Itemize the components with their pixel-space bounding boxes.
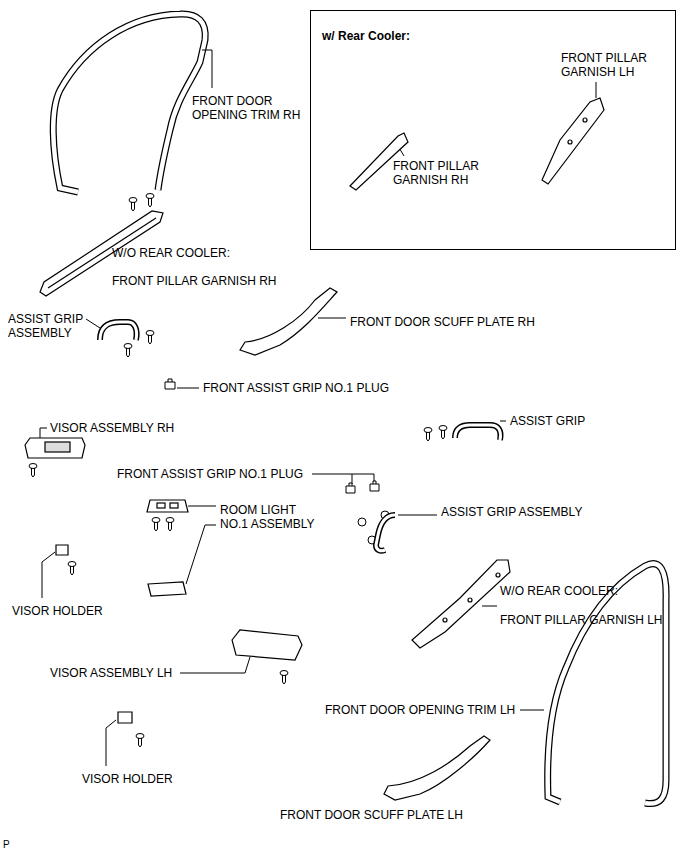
plug: [165, 379, 389, 544]
leader-line: [42, 552, 55, 598]
part-name: VISOR ASSEMBLY LH: [50, 666, 172, 680]
leader-line: [312, 474, 374, 482]
pillar-garnish: [350, 98, 604, 190]
door-opening-trim: [53, 14, 205, 192]
part-name: ASSIST GRIP: [510, 414, 585, 428]
screw: [152, 518, 160, 532]
plug: [346, 483, 355, 493]
assist-grip: [455, 425, 501, 440]
assist-grip: [455, 425, 501, 440]
room-light: [147, 500, 188, 596]
room-light: [148, 582, 186, 596]
part-name: ROOM LIGHT NO.1 ASSEMBLY: [220, 503, 322, 531]
leader-line: [180, 657, 250, 673]
screw: [439, 426, 447, 440]
part-name: W/O REAR COOLER:: [112, 246, 230, 260]
screw: [280, 671, 288, 685]
pillar-garnish: [443, 618, 447, 622]
plug: [165, 379, 175, 389]
assist-grip: [100, 322, 137, 340]
screw: [136, 734, 144, 748]
pillar-garnish: [583, 118, 587, 122]
screw: [129, 198, 137, 212]
part-name: FRONT PILLAR GARNISH LH: [561, 51, 661, 79]
part-name: FRONT DOOR SCUFF PLATE RH: [350, 315, 535, 329]
leader-line: [177, 388, 199, 389]
assist-grip: [376, 425, 501, 551]
part-name: W/O REAR COOLER:: [500, 584, 618, 598]
leader-line: [318, 318, 346, 319]
part-name: FRONT ASSIST GRIP NO.1 PLUG: [117, 467, 303, 481]
part-name: FRONT PILLAR GARNISH LH: [500, 613, 662, 627]
visor-holder: [118, 712, 132, 723]
pillar-garnish: [568, 140, 572, 144]
screw: [29, 464, 37, 478]
door-opening-trim: [53, 14, 205, 192]
part-name: FRONT DOOR OPENING TRIM LH: [325, 703, 515, 717]
sun-visor: [25, 438, 85, 458]
assist-grip: [100, 322, 137, 340]
room-light: [170, 503, 178, 508]
assist-grip: [376, 515, 395, 551]
assist-grip: [100, 322, 137, 340]
plug: [370, 481, 379, 491]
leader-line: [106, 720, 116, 766]
room-light: [147, 500, 188, 512]
pillar-garnish: [412, 560, 510, 648]
part-name: ASSIST GRIP ASSEMBLY: [8, 312, 103, 340]
part-name: VISOR ASSEMBLY RH: [50, 421, 174, 435]
leader-line: [596, 82, 597, 98]
part-name: FRONT DOOR OPENING TRIM RH: [192, 94, 310, 122]
part-name: ASSIST GRIP ASSEMBLY: [441, 505, 582, 519]
visor-holder: [56, 545, 68, 555]
box-heading: w/ Rear Cooler:: [322, 29, 410, 43]
door-opening-trim: [53, 14, 205, 192]
scuff-plate: [384, 736, 490, 800]
part-name: VISOR HOLDER: [82, 772, 173, 786]
pillar-garnish: [468, 598, 472, 602]
leader-line: [202, 50, 212, 88]
sun-visor: [232, 630, 302, 660]
room-light: [157, 503, 165, 508]
option-box: w/ Rear Cooler: FRONT PILLAR GARNISH LH FR…: [310, 10, 676, 250]
leader-line: [482, 606, 497, 607]
part-name: FRONT ASSIST GRIP NO.1 PLUG: [203, 381, 389, 395]
pillar-garnish: [542, 98, 604, 184]
screw: [146, 194, 154, 208]
visor-holder: [56, 545, 132, 723]
scuff-plate: [384, 736, 490, 800]
leader-line: [398, 515, 437, 516]
leader-line: [40, 50, 596, 766]
pillar-garnish: [496, 573, 500, 577]
screw: [29, 194, 447, 748]
screw: [124, 344, 132, 358]
leader-line: [188, 506, 216, 507]
figure-code: P: [3, 838, 10, 852]
assist-grip: [376, 515, 395, 551]
sun-visor: [232, 630, 302, 660]
screw: [68, 562, 76, 576]
scuff-plate: [240, 288, 337, 355]
scuff-plate: [240, 288, 337, 355]
screw: [166, 518, 174, 532]
sun-visor: [45, 442, 70, 452]
door-opening-trim: [548, 564, 666, 804]
screw: [146, 331, 154, 345]
leader-line: [520, 710, 544, 711]
part-name: FRONT PILLAR GARNISH RH: [393, 159, 493, 187]
part-name: FRONT DOOR SCUFF PLATE LH: [280, 808, 463, 822]
leader-line: [186, 525, 216, 584]
plug: [358, 518, 366, 526]
part-name: FRONT PILLAR GARNISH RH: [112, 274, 276, 288]
pillar-garnish: [412, 560, 510, 648]
sun-visor: [25, 438, 85, 458]
part-name: VISOR HOLDER: [12, 604, 103, 618]
leader-line: [86, 319, 100, 328]
leader-line: [500, 421, 506, 422]
door-opening-trim: [548, 564, 666, 804]
screw: [424, 428, 432, 442]
leader-line: [40, 428, 47, 438]
door-opening-trim: [548, 564, 666, 804]
